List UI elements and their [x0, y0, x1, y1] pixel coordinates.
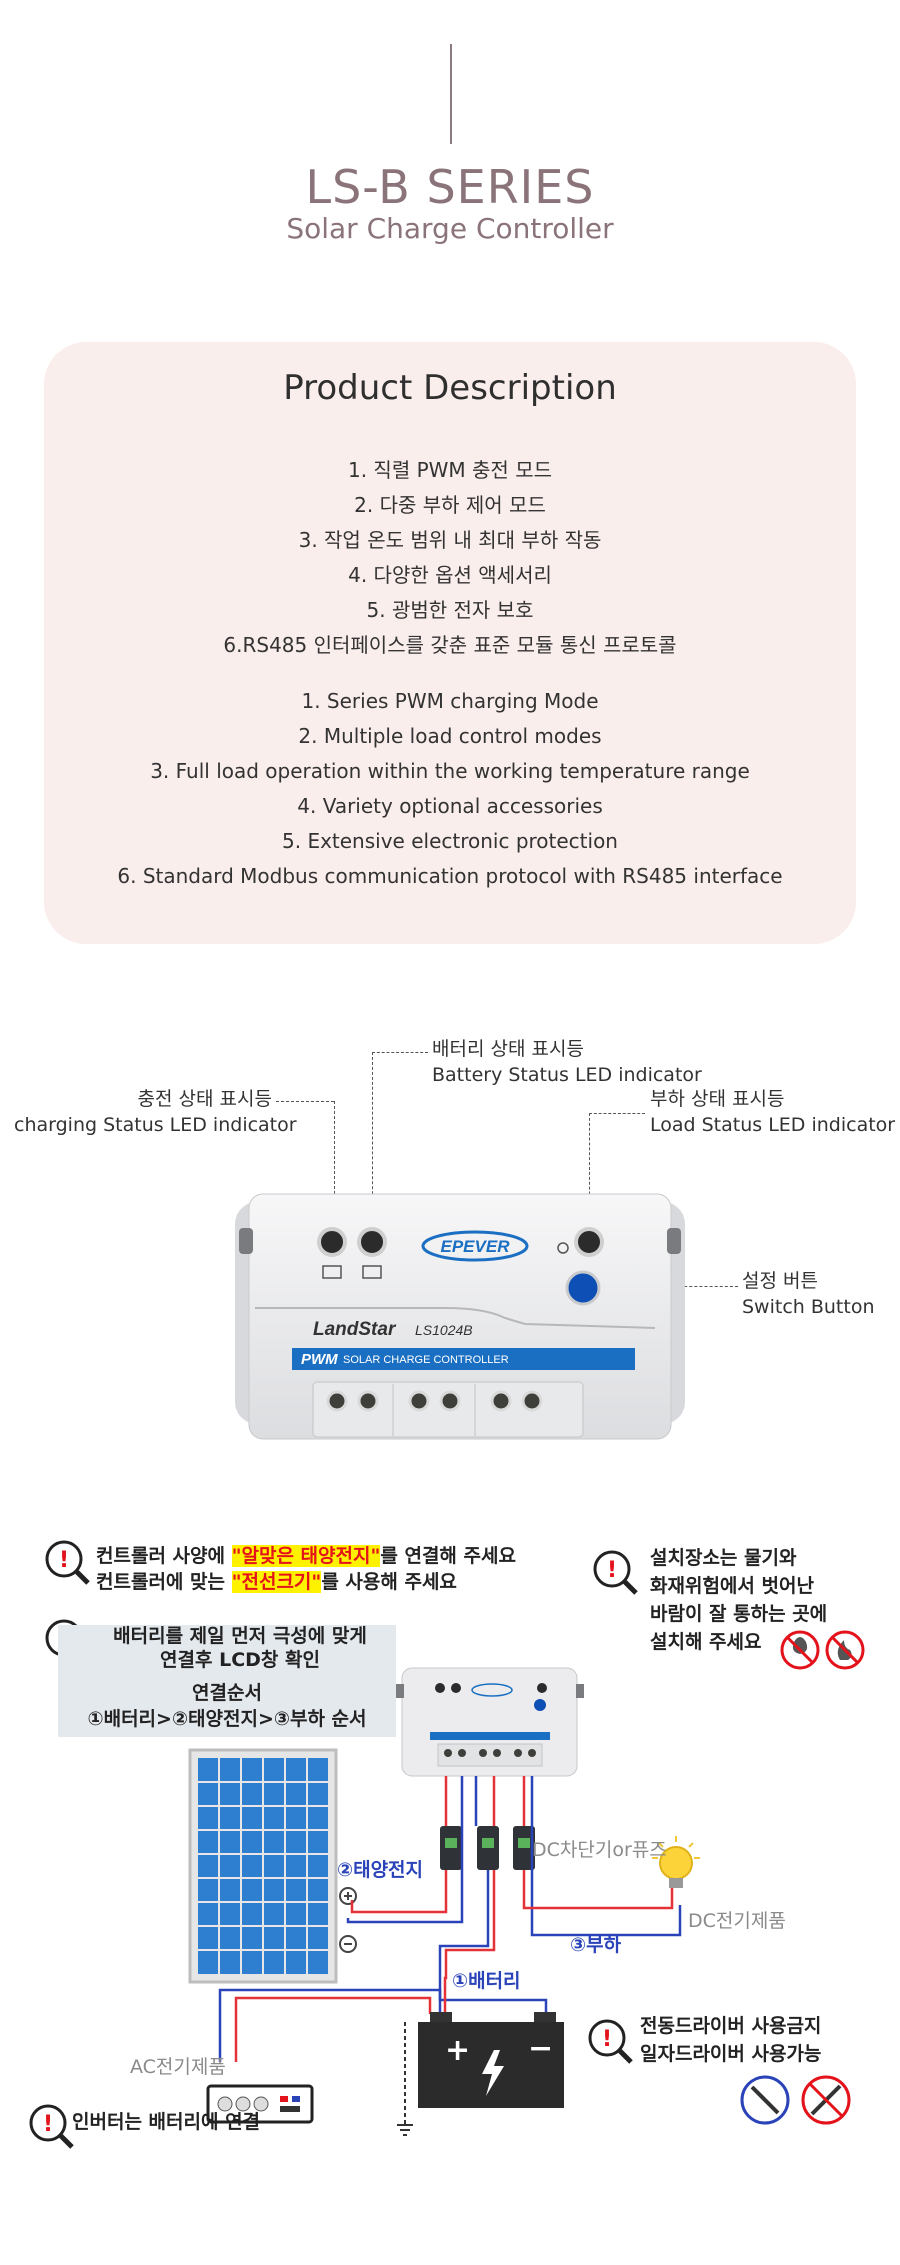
english-feature-list: 1. Series PWM charging Mode 2. Multiple …	[44, 684, 856, 894]
charging-leader-v	[334, 1101, 335, 1224]
warning-icon: !	[45, 1540, 90, 1585]
install-location-text: 설치장소는 물기와 화재위험에서 벗어난 바람이 잘 통하는 곳에 설치해 주세…	[650, 1547, 828, 1653]
svg-text:−: −	[528, 2031, 553, 2066]
switch-button-label: 설정 버튼 Switch Button	[742, 1270, 875, 1318]
no-water-icon	[780, 1630, 820, 1670]
ground-icon	[397, 2022, 413, 2136]
dc-product-label: DC전기제품	[688, 1910, 786, 1932]
load-leader-h	[589, 1113, 645, 1114]
dc-breaker-icon	[440, 1826, 535, 1870]
svg-text:LandStar: LandStar	[313, 1319, 397, 1340]
list-item: 4. Variety optional accessories	[297, 794, 603, 818]
solar-label: ②태양전지	[337, 1859, 424, 1881]
svg-text:!: !	[59, 1548, 69, 1573]
list-item: 1. Series PWM charging Mode	[301, 689, 599, 713]
no-fire-icon	[825, 1630, 865, 1670]
bulb-icon	[652, 1836, 700, 1888]
flathead-driver-icon	[801, 2075, 851, 2125]
no-power-driver-icon	[740, 2075, 790, 2125]
minus-terminal-icon	[339, 1935, 357, 1953]
connection-order-text: 연결순서 ①배터리>②태양전지>③부하 순서	[87, 1682, 367, 1730]
list-item: 3. Full load operation within the workin…	[150, 759, 750, 783]
connection-order-box	[58, 1625, 396, 1737]
load-label: ③부하	[570, 1934, 622, 1956]
warning-wire-text: 컨트롤러에 맞는 "전선크기"를 사용해 주세요	[96, 1571, 457, 1593]
charging-leader-h	[276, 1101, 334, 1102]
list-item: 5. Extensive electronic protection	[282, 829, 618, 853]
svg-text:SOLAR CHARGE CONTROLLER: SOLAR CHARGE CONTROLLER	[343, 1354, 509, 1366]
series-subtitle: Solar Charge Controller	[286, 212, 614, 245]
battery-first-text: 배터리를 제일 먼저 극성에 맞게 연결후 LCD창 확인	[113, 1625, 367, 1671]
breaker-label: DC차단기or퓨즈	[532, 1839, 667, 1861]
inverter-icon	[206, 2084, 314, 2124]
solar-panel-icon	[188, 1748, 338, 1984]
plus-terminal-icon	[339, 1887, 357, 1905]
charging-led-label: 충전 상태 표시등 charging Status LED indicator	[14, 1088, 297, 1136]
battery-label: ①배터리	[452, 1970, 521, 1992]
battery-icon: + −	[418, 2012, 564, 2108]
battery-led-label: 배터리 상태 표시등 Battery Status LED indicator	[432, 1038, 702, 1086]
list-item: 6.RS485 인터페이스를 갖춘 표준 모듈 통신 프로토콜	[223, 633, 677, 657]
svg-text:PWM: PWM	[301, 1351, 338, 1368]
list-item: 3. 작업 온도 범위 내 최대 부하 작동	[298, 528, 602, 552]
svg-text:+: +	[445, 2033, 470, 2068]
list-item: 1. 직렬 PWM 충전 모드	[347, 458, 552, 482]
list-item: 6. Standard Modbus communication protoco…	[117, 864, 783, 888]
warning-solar-text: 컨트롤러 사양에 "알맞은 태양전지"를 연결해 주세요	[96, 1545, 516, 1567]
brand-logo-text: EPEVER	[441, 1237, 511, 1256]
series-title: LS-B SERIES	[305, 160, 595, 214]
screwdriver-warning-text: 전동드라이버 사용금지 일자드라이버 사용가능	[640, 2015, 822, 2065]
header-divider-line	[450, 44, 452, 144]
inverter-note-text: 인버터는 배터리에 연결	[72, 2111, 261, 2133]
load-led-label: 부하 상태 표시등 Load Status LED indicator	[650, 1088, 896, 1136]
warning-icon: !	[29, 2104, 74, 2149]
korean-feature-list: 1. 직렬 PWM 충전 모드 2. 다중 부하 제어 모드 3. 작업 온도 …	[44, 453, 856, 663]
load-leader-v	[589, 1113, 590, 1224]
svg-text:!: !	[607, 1558, 617, 1583]
svg-text:LS1024B: LS1024B	[415, 1322, 473, 1338]
list-item: 2. 다중 부하 제어 모드	[354, 493, 546, 517]
description-title: Product Description	[283, 368, 617, 408]
product-description-panel: Product Description 1. 직렬 PWM 충전 모드 2. 다…	[44, 342, 856, 944]
warning-icon: !	[588, 2019, 633, 2064]
battery-leader-v	[372, 1052, 373, 1224]
svg-text:!: !	[602, 2027, 612, 2052]
charge-controller-small	[396, 1667, 584, 1777]
list-item: 4. 다양한 옵션 액세서리	[348, 563, 552, 587]
list-item: 5. 광범한 전자 보호	[366, 598, 534, 622]
battery-leader-h	[372, 1052, 428, 1053]
charge-controller-large: EPEVER LandStar LS1024B PWM SOLAR CHARGE…	[235, 1193, 685, 1440]
svg-text:!: !	[43, 2112, 53, 2137]
list-item: 2. Multiple load control modes	[298, 724, 602, 748]
warning-icon: !	[593, 1550, 638, 1595]
ac-product-label: AC전기제품	[130, 2056, 226, 2078]
